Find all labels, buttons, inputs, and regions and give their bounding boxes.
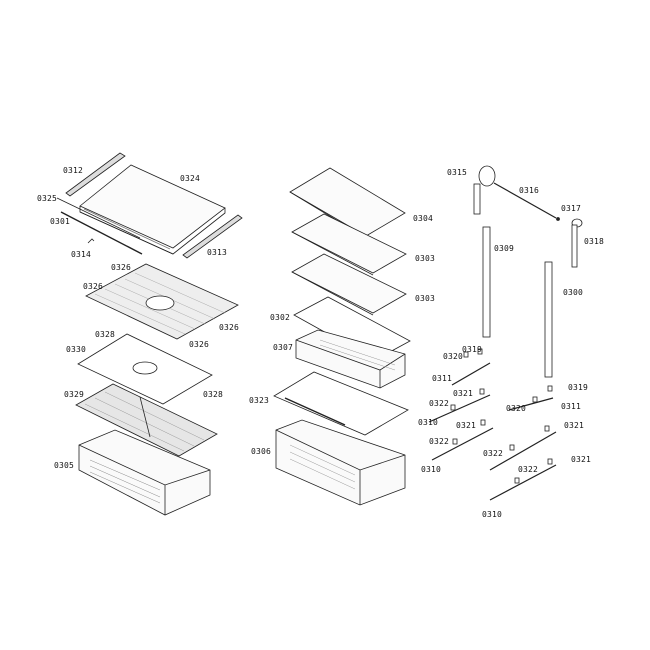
part-label: 0322: [518, 465, 539, 474]
part-label: 0310: [482, 510, 503, 519]
part-label: 0326: [83, 282, 104, 291]
lamp-housing-0315: [473, 165, 496, 215]
shelf-rail-0313: [182, 214, 243, 259]
part-label: 0317: [561, 204, 582, 213]
part-label: 0312: [63, 166, 84, 175]
part-label: 0328: [203, 390, 224, 399]
part-label: 0325: [37, 194, 58, 203]
part-label: 0324: [180, 174, 201, 183]
rod-0316: [493, 182, 557, 219]
part-label: 0319: [462, 345, 483, 354]
part-label: 0321: [456, 421, 477, 430]
part-label: 0307: [273, 343, 294, 352]
part-label: 0329: [64, 390, 85, 399]
part-label: 0330: [66, 345, 87, 354]
screw-0317: [556, 217, 560, 221]
part-label: 0310: [421, 465, 442, 474]
part-label: 0305: [54, 461, 75, 470]
part-label: 0321: [571, 455, 592, 464]
part-label: 0314: [71, 250, 92, 259]
part-label: 0304: [413, 214, 434, 223]
part-label: 0303: [415, 294, 436, 303]
part-label: 0322: [429, 399, 450, 408]
part-label: 0313: [207, 248, 228, 257]
drawer-0305: [78, 429, 211, 516]
upright-0309: [482, 226, 491, 338]
part-label: 0326: [111, 263, 132, 272]
part-label: 0301: [50, 217, 71, 226]
part-label: 0310: [418, 418, 439, 427]
clip-0314: [87, 238, 95, 244]
clips: [450, 348, 553, 484]
part-label: 0326: [189, 340, 210, 349]
part-label: 0321: [564, 421, 585, 430]
glass-plate-0323: [273, 371, 409, 436]
part-label: 0315: [447, 168, 468, 177]
part-label: 0323: [249, 396, 270, 405]
part-label: 0302: [270, 313, 291, 322]
insulation-boards-0328: [77, 333, 213, 405]
drawer-0307: [295, 329, 406, 389]
part-label: 0322: [429, 437, 450, 446]
part-label: 0311: [561, 402, 582, 411]
glass-shelf-0303-b: [291, 253, 407, 316]
upright-0300: [544, 261, 553, 378]
crisper-cover-0329: [75, 383, 218, 457]
part-label: 0320: [506, 404, 527, 413]
part-label: 0318: [584, 237, 605, 246]
part-label: 0319: [568, 383, 589, 392]
part-label: 0300: [563, 288, 584, 297]
part-label: 0306: [251, 447, 272, 456]
glass-shelf-0303-a: [291, 213, 407, 276]
part-label: 0309: [494, 244, 515, 253]
part-label: 0322: [483, 449, 504, 458]
glass-shelf-0324: [79, 164, 226, 255]
slide-rails: [428, 362, 557, 501]
part-label: 0303: [415, 254, 436, 263]
part-label: 0311: [432, 374, 453, 383]
drawer-0306: [275, 419, 406, 506]
part-label: 0320: [443, 352, 464, 361]
part-label: 0326: [219, 323, 240, 332]
part-label: 0328: [95, 330, 116, 339]
cover-panels-0326: [85, 263, 239, 340]
trim-strip-0301: [60, 211, 143, 255]
shelf-rail-0312: [65, 152, 126, 197]
part-label: 0316: [519, 186, 540, 195]
part-label: 0321: [453, 389, 474, 398]
bracket-0318: [571, 218, 583, 268]
trim-strip-0325: [56, 197, 141, 239]
